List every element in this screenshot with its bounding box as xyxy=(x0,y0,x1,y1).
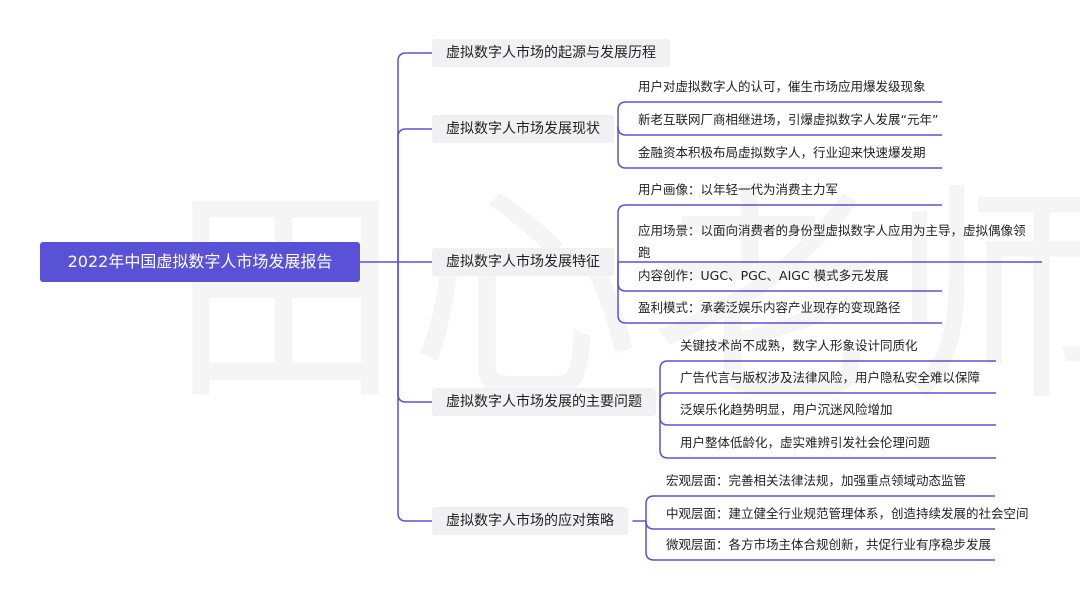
leaf-node[interactable]: 关键技术尚不成熟，数字人形象设计同质化 xyxy=(680,338,918,353)
branch-node[interactable]: 虚拟数字人市场发展特征 xyxy=(432,248,614,276)
leaf-node[interactable]: 金融资本积极布局虚拟数字人，行业迎来快速爆发期 xyxy=(638,145,926,160)
leaf-node[interactable]: 用户整体低龄化，虚实难辨引发社会伦理问题 xyxy=(680,435,931,450)
root-node[interactable]: 2022年中国虚拟数字人市场发展报告 xyxy=(40,242,360,282)
leaf-node[interactable]: 用户对虚拟数字人的认可，催生市场应用爆发级现象 xyxy=(638,79,926,94)
leaf-node[interactable]: 新老互联网厂商相继进场，引爆虚拟数字人发展“元年” xyxy=(638,112,939,127)
branch-node[interactable]: 虚拟数字人市场的应对策略 xyxy=(432,507,628,535)
leaf-node[interactable]: 用户画像：以年轻一代为消费主力军 xyxy=(638,182,839,197)
leaf-node[interactable]: 广告代言与版权涉及法律风险，用户隐私安全难以保障 xyxy=(680,370,981,385)
leaf-node[interactable]: 泛娱乐化趋势明显，用户沉迷风险增加 xyxy=(680,402,893,417)
branch-node[interactable]: 虚拟数字人市场的起源与发展历程 xyxy=(432,39,670,67)
branch-node[interactable]: 虚拟数字人市场发展现状 xyxy=(432,115,614,143)
leaf-node[interactable]: 宏观层面：完善相关法律法规，加强重点领域动态监管 xyxy=(666,473,967,488)
leaf-node[interactable]: 微观层面：各方市场主体合规创新，共促行业有序稳步发展 xyxy=(666,537,992,552)
branch-node[interactable]: 虚拟数字人市场发展的主要问题 xyxy=(432,388,656,416)
leaf-node[interactable]: 应用场景：以面向消费者的身份型虚拟数字人应用为主导，虚拟偶像领跑 xyxy=(638,223,1026,260)
leaf-node[interactable]: 中观层面：建立健全行业规范管理体系，创造持续发展的社会空间 xyxy=(666,506,1029,521)
leaf-node[interactable]: 内容创作：UGC、PGC、AIGC 模式多元发展 xyxy=(638,268,889,283)
leaf-node[interactable]: 盈利模式：承袭泛娱乐内容产业现存的变现路径 xyxy=(638,300,901,315)
